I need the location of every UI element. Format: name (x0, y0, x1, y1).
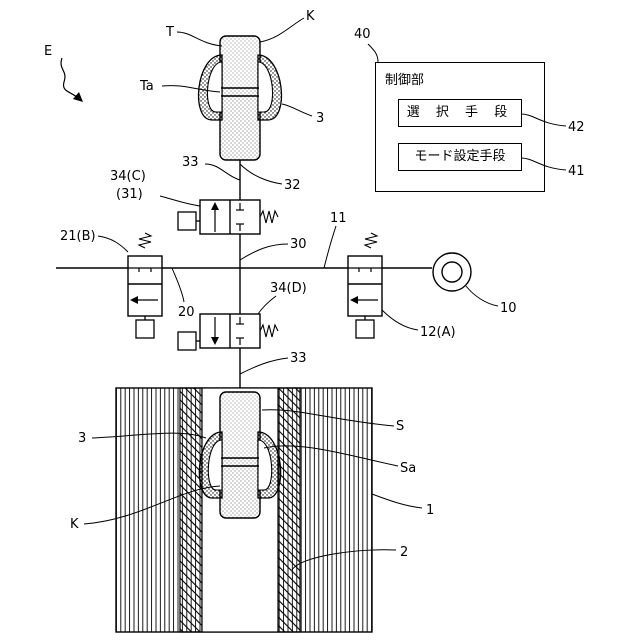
label-k-bottom: K (70, 517, 79, 532)
label-3-bottom: 3 (78, 431, 86, 446)
label-2: 2 (400, 545, 408, 560)
label-20: 20 (178, 305, 195, 320)
selection-means-box: 選 択 手 段 (398, 99, 522, 127)
label-41: 41 (568, 164, 585, 179)
label-34c: 34(C) (110, 169, 146, 184)
valve-12a (348, 233, 382, 338)
label-t: T (165, 25, 174, 40)
label-1: 1 (426, 503, 434, 518)
label-k-top: K (306, 9, 315, 24)
label-33-bottom: 33 (290, 351, 307, 366)
label-31: (31) (116, 187, 143, 202)
direction-e-arrow (61, 58, 83, 102)
label-sa: Sa (400, 461, 416, 476)
label-30: 30 (290, 237, 307, 252)
valve-21b (128, 233, 162, 338)
source-10 (433, 253, 471, 291)
controller-title: 制御部 (385, 69, 424, 88)
label-32: 32 (284, 178, 301, 193)
label-3-top: 3 (316, 111, 324, 126)
label-40: 40 (354, 27, 371, 42)
label-10: 10 (500, 301, 517, 316)
label-33-top: 33 (182, 155, 199, 170)
label-11: 11 (330, 211, 347, 226)
label-21b: 21(B) (60, 229, 96, 244)
label-42: 42 (568, 120, 585, 135)
controller-box: 制御部 選 択 手 段 モード設定手段 (375, 62, 545, 192)
top-workpiece (199, 36, 282, 160)
label-ta: Ta (139, 79, 154, 94)
label-12a: 12(A) (420, 325, 456, 340)
label-s: S (396, 419, 404, 434)
label-34d: 34(D) (270, 281, 307, 296)
mode-setting-means-box: モード設定手段 (398, 143, 522, 171)
label-e: E (44, 44, 52, 59)
